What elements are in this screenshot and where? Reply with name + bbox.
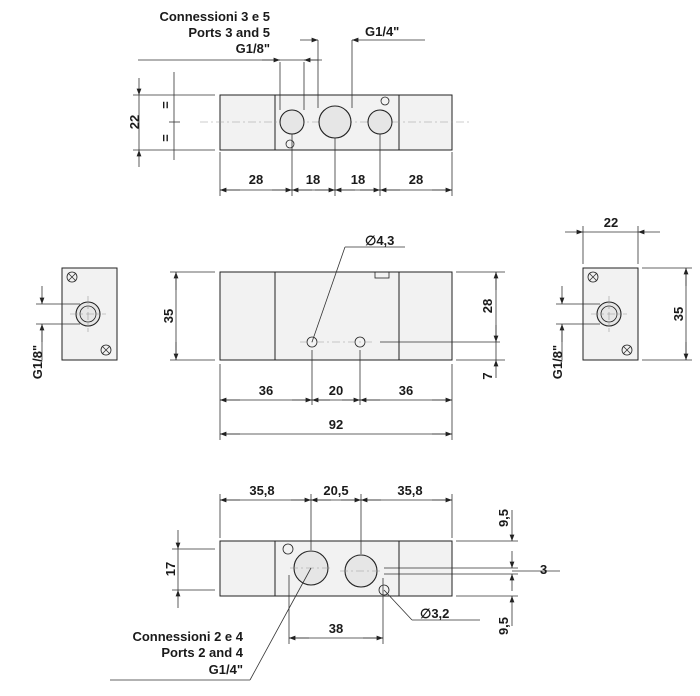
ports-3-5-italian: Connessioni 3 e 5 xyxy=(159,9,270,24)
left-screw-bottom-icon xyxy=(100,344,112,356)
front-view-body xyxy=(219,271,453,361)
top-seg-1-dim: 28 xyxy=(249,172,263,187)
bottom-height-dim: 17 xyxy=(163,562,178,576)
right-width-dim: 22 xyxy=(604,215,618,230)
front-view: 35 28 7 ∅4,3 36 20 36 92 xyxy=(161,233,505,440)
bottom-pin-hole xyxy=(285,139,295,149)
ports-2-4-thread: G1/4" xyxy=(209,662,243,677)
right-screw-bottom-icon xyxy=(621,344,633,356)
equal-mark-b: = xyxy=(158,134,173,142)
front-total-dim: 92 xyxy=(329,417,343,432)
ports-2-4-italian: Connessioni 2 e 4 xyxy=(132,629,243,644)
top-height-dim: 22 xyxy=(127,115,142,129)
right-height-dim: 35 xyxy=(671,307,686,321)
right-side-view: G1/8" 22 35 xyxy=(550,215,692,379)
right-thread-label: G1/8" xyxy=(550,345,565,379)
front-seg-3-dim: 36 xyxy=(399,383,413,398)
right-screw-top-icon xyxy=(587,271,599,283)
bottom-bottom-offset-dim: 9,5 xyxy=(496,617,511,635)
front-hole-height-dim: 28 xyxy=(480,299,495,313)
ports-3-5-english: Ports 3 and 5 xyxy=(188,25,270,40)
port-5-hole xyxy=(367,109,393,135)
top-seg-3-dim: 18 xyxy=(351,172,365,187)
bottom-seg-3-dim: 35,8 xyxy=(397,483,422,498)
top-seg-4-dim: 28 xyxy=(409,172,423,187)
bottom-port-spacing-dim: 38 xyxy=(329,621,343,636)
bottom-seg-2-dim: 20,5 xyxy=(323,483,348,498)
front-hole-offset-dim: 7 xyxy=(480,372,495,379)
bottom-view-body xyxy=(219,540,453,597)
port-3-hole xyxy=(279,109,305,135)
top-seg-2-dim: 18 xyxy=(306,172,320,187)
port-1-thread: G1/4" xyxy=(365,24,399,39)
top-pin-hole xyxy=(380,96,390,106)
ports-2-4-english: Ports 2 and 4 xyxy=(161,645,243,660)
ports-3-5-thread: G1/8" xyxy=(236,41,270,56)
bottom-small-dim: 3 xyxy=(540,562,547,577)
front-notch xyxy=(374,271,390,279)
front-seg-2-dim: 20 xyxy=(329,383,343,398)
front-seg-1-dim: 36 xyxy=(259,383,273,398)
bottom-pin-bottom xyxy=(378,584,390,596)
top-view: 22 = = 28 18 18 28 Connessioni 3 e xyxy=(127,9,470,196)
left-side-view: G1/8" xyxy=(30,267,118,379)
equal-mark-a: = xyxy=(158,101,173,109)
left-thread-label: G1/8" xyxy=(30,345,45,379)
bottom-view: 35,8 20,5 35,8 17 9,5 3 9,5 ∅3,2 38 xyxy=(110,483,560,681)
bottom-top-offset-dim: 9,5 xyxy=(496,509,511,527)
front-height-dim: 35 xyxy=(161,309,176,323)
port-1-hole xyxy=(318,105,352,139)
front-hole-diameter: ∅4,3 xyxy=(365,233,394,248)
left-screw-top-icon xyxy=(66,271,78,283)
bottom-hole-diameter: ∅3,2 xyxy=(420,606,449,621)
bottom-pin-top xyxy=(282,543,294,555)
bottom-seg-1-dim: 35,8 xyxy=(249,483,274,498)
